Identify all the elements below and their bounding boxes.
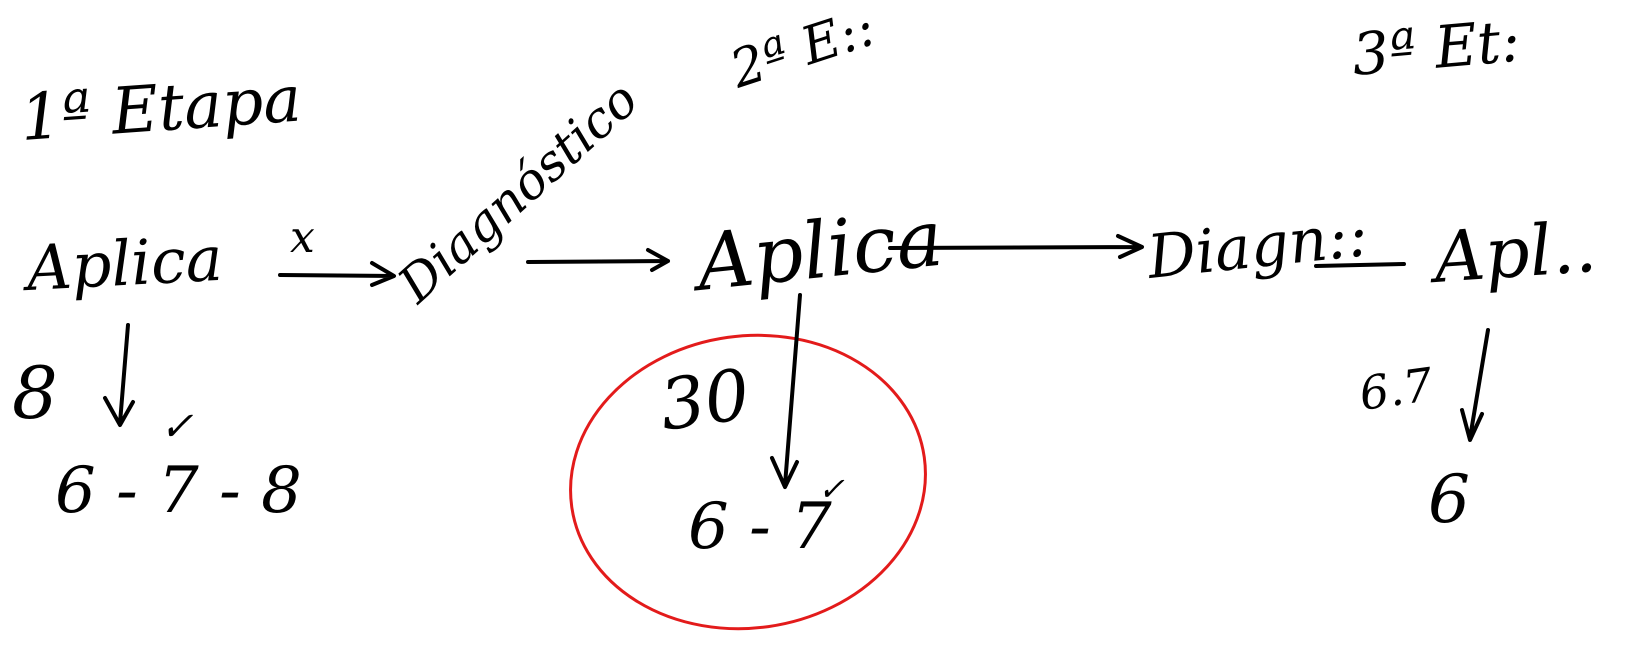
stage-3-down-arrow xyxy=(1460,328,1490,442)
stage-1-diagnosis-label: Diagnóstico xyxy=(386,70,649,315)
stage-1-group: 1ª Etapa Aplica x Diagnóstico 8 ✓ 6 - 7 … xyxy=(12,63,649,528)
stage-2-apply-label: Aplica xyxy=(687,194,947,310)
stage-1-title: 1ª Etapa xyxy=(18,63,304,156)
stage-1-arrow-mark: x xyxy=(290,212,315,263)
stage-2-down-arrow xyxy=(770,293,802,489)
stage-2-result: 6 - 7 xyxy=(688,490,832,564)
line-diagnosis-to-stage-3 xyxy=(1314,262,1406,268)
stage-2-circled-value: 30 xyxy=(655,353,755,447)
stage-2-highlight-circle xyxy=(569,333,927,631)
stage-1-left-value: 8 xyxy=(12,351,58,435)
stage-2-check-mark: ✓ xyxy=(818,470,845,508)
stage-2-title: 2ª E:: xyxy=(723,0,883,101)
stage-2-group: 2ª E:: Aplica 30 6 - 7 ✓ xyxy=(569,0,947,631)
stage-3-apply-label: Apl.. xyxy=(1425,206,1599,300)
stage-1-result: 6 - 7 - 8 xyxy=(55,454,302,528)
stage-3-group: 3ª Et: Apl.. 6.7 6 xyxy=(1349,7,1599,538)
stage-1-down-arrow xyxy=(103,323,135,427)
stage-3-left-value: 6.7 xyxy=(1356,357,1437,421)
stage-2-diagnosis-label: Diagn:: xyxy=(1143,200,1371,293)
stage-1-apply-label: Aplica xyxy=(20,222,224,305)
stage-3-result: 6 xyxy=(1428,461,1470,538)
arrow-apply-to-diagnosis-2 xyxy=(888,234,1144,259)
stage-1-check-mark: ✓ xyxy=(160,404,194,450)
stage-3-title: 3ª Et: xyxy=(1349,7,1522,89)
stage-1-arrow-to-diagnosis xyxy=(278,261,396,287)
arrow-diagnosis-to-stage-2 xyxy=(526,248,670,272)
